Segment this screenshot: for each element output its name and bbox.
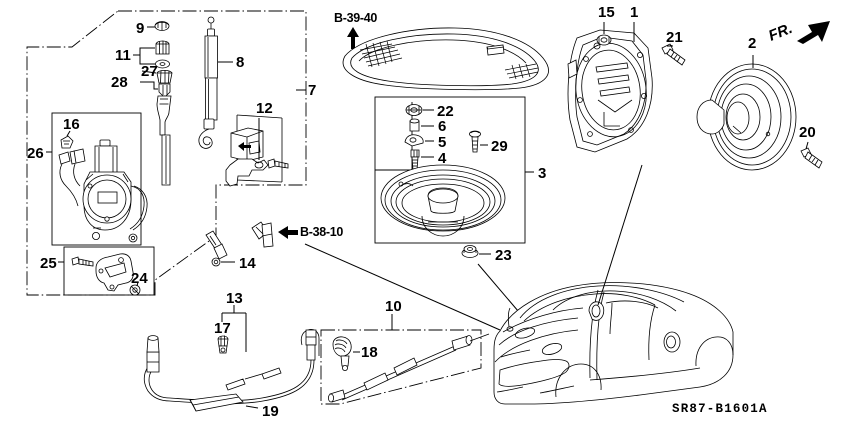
callout-9: 9 — [136, 20, 144, 37]
fr-label: FR. — [766, 20, 795, 45]
callout-26: 26 — [27, 145, 44, 162]
callout-16: 16 — [63, 116, 80, 133]
diagram-code: SR87-B1601A — [672, 402, 768, 416]
group-7-antenna-assembly-outline — [26, 10, 307, 296]
callout-8: 8 — [236, 54, 244, 71]
callout-17: 17 — [214, 320, 231, 337]
callout-24: 24 — [131, 270, 148, 287]
fr-orientation-arrow — [797, 21, 830, 44]
part-10-antenna-feeder-cable — [327, 333, 490, 403]
callout-19: 19 — [262, 403, 279, 420]
callout-2: 2 — [748, 35, 756, 52]
group-25-bracket-box — [58, 246, 155, 296]
part-23-grommet-nut — [461, 245, 491, 258]
vehicle-illustration — [493, 282, 734, 405]
part-3-rear-speaker — [380, 164, 506, 237]
callout-27: 27 — [141, 63, 158, 80]
callout-1: 1 — [630, 4, 638, 21]
part-9-antenna-mast-nut — [147, 21, 170, 31]
callout-5: 5 — [438, 134, 446, 151]
cross-ref-label-b-38-10: B-38-10 — [300, 225, 343, 239]
part-25-bracket-bolt — [71, 256, 94, 267]
part-15-housing-nut — [596, 22, 612, 46]
part-21-tapping-screw — [661, 43, 686, 66]
part-5-washer-plate — [404, 134, 434, 147]
group-26-motor-unit-box — [46, 112, 142, 246]
callout-20: 20 — [799, 124, 816, 141]
part-6-collar — [409, 118, 434, 132]
part-22-flange-nut — [405, 104, 434, 116]
callout-23: 23 — [495, 247, 512, 264]
callout-10: 10 — [385, 298, 402, 315]
callout-6: 6 — [438, 118, 446, 135]
callout-3: 3 — [538, 165, 546, 182]
part-2-door-speaker — [696, 55, 797, 171]
part-18-feeder-clamp — [332, 336, 360, 371]
part-11-antenna-nut-washer — [133, 40, 170, 69]
part-27-antenna-base-cap — [141, 69, 173, 84]
part-8-antenna-mast — [198, 16, 233, 149]
part-26-antenna-motor — [82, 139, 148, 243]
callout-18: 18 — [361, 344, 378, 361]
callout-25: 25 — [40, 255, 57, 272]
part-16-motor-connector — [58, 130, 86, 207]
callout-15: 15 — [598, 4, 615, 21]
callout-22: 22 — [437, 103, 454, 120]
part-28-antenna-base-seal — [140, 81, 172, 186]
part-19-protector-pad — [189, 393, 259, 412]
part-13-feeder-cable — [143, 329, 320, 405]
part-20-speaker-screw — [800, 141, 823, 169]
cross-ref-b-38-10 — [251, 221, 298, 248]
leader-b38-10-to-car — [304, 243, 501, 331]
callout-29: 29 — [491, 138, 508, 155]
part-24-antenna-bracket — [95, 253, 141, 296]
group-13-sub-feeder — [221, 305, 247, 352]
callout-21: 21 — [666, 29, 683, 46]
cross-ref-label-b-39-40: B-39-40 — [334, 11, 377, 25]
callout-13: 13 — [226, 290, 243, 307]
cross-ref-arrow-b-39-40 — [347, 27, 359, 49]
part-1-speaker-housing — [567, 22, 653, 153]
group-10-feeder-box — [320, 314, 482, 405]
leader-housing-to-car — [597, 164, 643, 306]
part-14-drain-hose-joint — [205, 230, 235, 267]
part-12-relay-bracket — [225, 114, 289, 187]
part-29-speaker-screw — [469, 130, 488, 153]
part-17-cable-grommet — [217, 335, 229, 354]
callout-11: 11 — [115, 47, 131, 64]
callout-12: 12 — [256, 100, 273, 117]
callout-7: 7 — [308, 82, 316, 99]
callout-28: 28 — [111, 74, 128, 91]
callout-14: 14 — [239, 255, 256, 272]
rear-shelf-trim-panel — [342, 27, 549, 91]
part-4-stud-bolt — [410, 149, 434, 171]
callout-numbers: 9 11 27 28 8 7 12 16 26 25 24 14 17 13 1… — [27, 4, 816, 420]
callout-4: 4 — [438, 150, 447, 167]
